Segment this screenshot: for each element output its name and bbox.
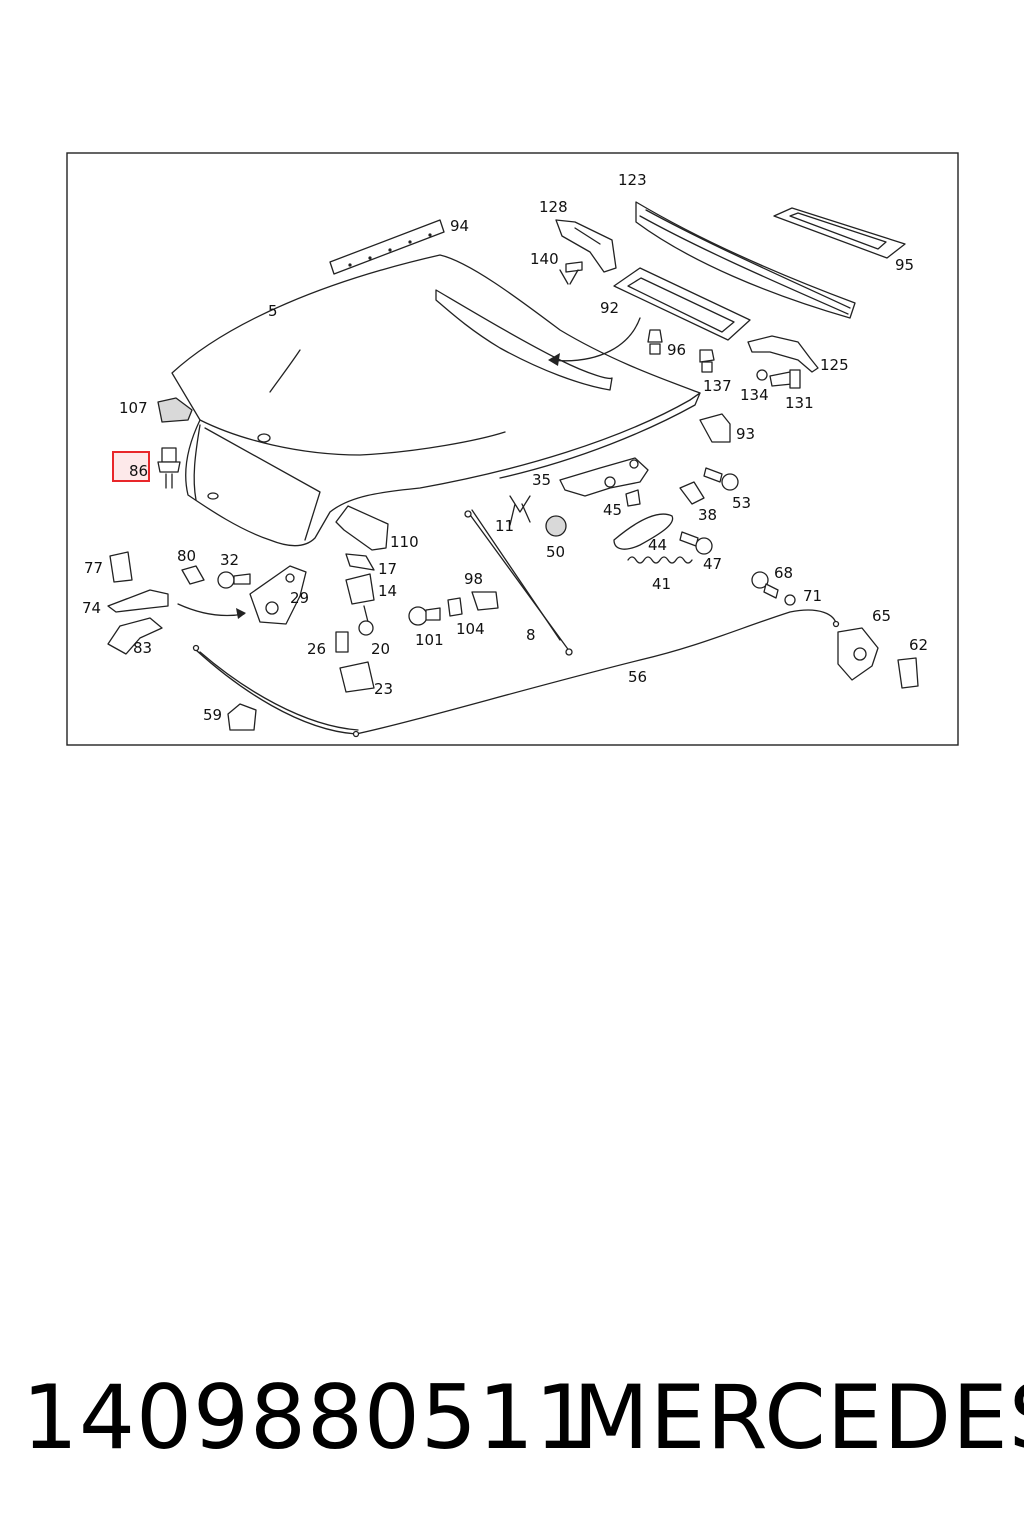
label-92: 92 xyxy=(600,299,619,317)
part-93-block xyxy=(699,413,731,443)
label-23: 23 xyxy=(374,680,393,698)
label-71: 71 xyxy=(803,587,822,605)
part-125-bracket xyxy=(747,335,819,373)
part-128-bracket xyxy=(555,219,617,273)
part-134-washer xyxy=(756,369,768,381)
part-59-clip xyxy=(227,703,257,731)
label-59: 59 xyxy=(203,706,222,724)
part-29-hinge xyxy=(249,565,307,625)
label-80: 80 xyxy=(177,547,196,565)
label-134: 134 xyxy=(740,386,769,404)
part-number: 1409880511 xyxy=(22,1366,592,1469)
part-77-clip xyxy=(109,551,133,583)
label-74: 74 xyxy=(82,599,101,617)
part-53-bolt xyxy=(703,467,739,491)
label-38: 38 xyxy=(698,506,717,524)
label-32: 32 xyxy=(220,551,239,569)
footer: 1409880511 MERCEDES xyxy=(0,1368,1024,1468)
part-80-cap xyxy=(181,565,205,585)
part-35-hinge xyxy=(559,457,649,497)
part-140-clip xyxy=(559,261,583,285)
label-14: 14 xyxy=(378,582,397,600)
label-137: 137 xyxy=(703,377,732,395)
part-50-nut xyxy=(545,515,567,537)
part-56-cable xyxy=(192,609,840,738)
label-45: 45 xyxy=(603,501,622,519)
label-5: 5 xyxy=(268,302,278,320)
label-65: 65 xyxy=(872,607,891,625)
label-47: 47 xyxy=(703,555,722,573)
label-140: 140 xyxy=(530,250,559,268)
part-62-clip xyxy=(897,657,919,689)
part-92-frame xyxy=(613,267,751,341)
label-123: 123 xyxy=(618,171,647,189)
label-68: 68 xyxy=(774,564,793,582)
part-95-frame xyxy=(773,207,906,259)
part-32-bolt xyxy=(217,571,251,589)
label-98: 98 xyxy=(464,570,483,588)
label-50: 50 xyxy=(546,543,565,561)
highlight-box xyxy=(112,451,150,482)
part-123-strip xyxy=(635,201,856,319)
part-107-clip xyxy=(157,397,193,423)
diagram-frame xyxy=(66,152,959,746)
part-101-bolt xyxy=(408,606,441,626)
label-95: 95 xyxy=(895,256,914,274)
part-41-spring xyxy=(627,556,693,564)
part-68-bolt xyxy=(751,571,779,599)
label-17: 17 xyxy=(378,560,397,578)
part-26-bolt xyxy=(335,631,349,653)
label-86: 86 xyxy=(129,462,148,480)
part-94-strip xyxy=(329,219,445,275)
label-41: 41 xyxy=(652,575,671,593)
hood-part xyxy=(171,254,701,547)
label-128: 128 xyxy=(539,198,568,216)
label-26: 26 xyxy=(307,640,326,658)
part-104-nut xyxy=(447,597,463,617)
brand-name: MERCEDES xyxy=(573,1366,1024,1469)
part-44-link xyxy=(613,513,674,550)
part-96-clip xyxy=(647,329,663,355)
part-23-lock xyxy=(339,661,375,693)
label-110: 110 xyxy=(390,533,419,551)
label-11: 11 xyxy=(495,517,514,535)
label-83: 83 xyxy=(133,639,152,657)
label-62: 62 xyxy=(909,636,928,654)
label-53: 53 xyxy=(732,494,751,512)
part-11-clip xyxy=(509,495,531,526)
label-104: 104 xyxy=(456,620,485,638)
part-47-bolt xyxy=(679,531,713,555)
part-74-bracket xyxy=(107,589,169,613)
label-56: 56 xyxy=(628,668,647,686)
part-8-strut xyxy=(464,509,573,656)
part-131-screw xyxy=(769,369,801,389)
part-38-bush xyxy=(679,481,705,505)
label-44: 44 xyxy=(648,536,667,554)
part-71-washer xyxy=(784,594,796,606)
part-86-bolt xyxy=(157,447,181,489)
label-20: 20 xyxy=(371,640,390,658)
part-110-handle xyxy=(335,505,389,551)
part-137-clip xyxy=(699,349,715,373)
label-77: 77 xyxy=(84,559,103,577)
label-125: 125 xyxy=(820,356,849,374)
part-65-lock xyxy=(837,627,879,681)
label-94: 94 xyxy=(450,217,469,235)
label-93: 93 xyxy=(736,425,755,443)
part-14-bracket xyxy=(345,573,375,605)
label-35: 35 xyxy=(532,471,551,489)
part-17-clip xyxy=(345,553,375,571)
part-83-bracket xyxy=(107,617,163,655)
label-8: 8 xyxy=(526,626,536,644)
label-29: 29 xyxy=(290,589,309,607)
label-107: 107 xyxy=(119,399,148,417)
part-45-nut xyxy=(625,489,641,507)
part-98-bush xyxy=(471,591,499,611)
label-131: 131 xyxy=(785,394,814,412)
label-96: 96 xyxy=(667,341,686,359)
parts-diagram: 5 94 128 123 95 140 92 96 137 125 134 13… xyxy=(66,152,959,746)
label-101: 101 xyxy=(415,631,444,649)
part-20-screw xyxy=(358,605,374,636)
